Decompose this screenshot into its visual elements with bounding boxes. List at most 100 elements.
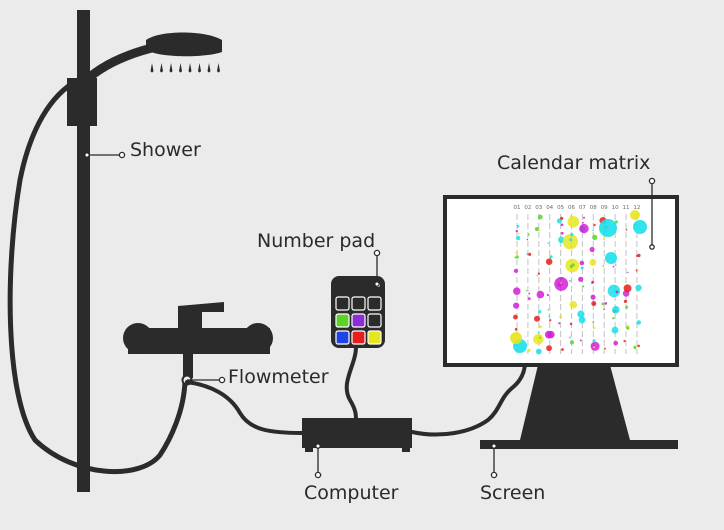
usage-dot [569,340,575,345]
usage-dot [568,336,571,339]
shower-label: Shower [130,139,201,161]
number-pad-body [331,276,385,348]
water-drops [150,63,220,73]
usage-dot [603,308,605,311]
usage-dot [510,332,522,344]
usage-dot [592,234,598,241]
usage-dot [579,260,585,266]
usage-dot [513,302,520,309]
usage-dot [614,220,619,224]
usage-dot [612,317,615,320]
usage-dot [571,263,575,267]
calendar-matrix-label: Calendar matrix [497,152,651,174]
usage-dot [537,214,543,220]
usage-dot [637,253,641,258]
pad-key-purple [351,313,366,328]
usage-dot [601,302,605,306]
column-label: 03 [535,205,542,211]
usage-dot [569,238,573,242]
number-pad-label: Number pad [257,230,376,252]
usage-dot [590,341,600,351]
usage-dot [635,284,642,291]
usage-dot [538,325,542,329]
usage-dot [538,229,541,232]
usage-dot [636,320,642,325]
usage-dot [544,330,553,339]
usage-dot [515,229,519,233]
usage-dot [526,238,529,241]
usage-dot [537,272,540,275]
shower-arm [75,41,165,91]
column-label: 07 [579,205,586,211]
usage-dot [637,344,640,348]
usage-dot [592,229,595,231]
usage-dot [604,301,608,305]
usage-dot [536,336,540,340]
usage-dot [589,258,597,266]
usage-dot [528,292,531,295]
usage-dot [591,301,597,307]
water-drop [217,63,220,73]
usage-dot [546,293,549,297]
usage-dot [545,258,553,266]
column-label: 01 [514,205,521,211]
usage-dot [569,322,573,326]
water-drop [188,63,192,73]
usage-dot [604,347,606,350]
usage-dot [514,328,518,331]
usage-dot [528,252,532,256]
usage-dot [536,274,539,277]
pad-key-blank [367,313,382,328]
usage-dot [611,326,619,334]
usage-dot [516,235,521,241]
usage-dot [633,220,647,234]
usage-dot [593,223,596,227]
usage-dot [607,284,621,298]
usage-dot [525,289,528,292]
water-drop [198,63,201,73]
pad-key-blue [335,330,350,345]
usage-dot [623,340,626,343]
usage-dot [630,210,640,220]
column-label: 08 [590,205,597,211]
usage-dot [578,316,586,324]
column-label: 04 [546,205,553,211]
usage-dot [605,252,617,264]
usage-dot [589,246,595,253]
usage-dot [560,223,564,227]
number-pad-cable [344,345,358,422]
usage-dot [625,305,629,309]
pad-key-red [351,330,366,345]
usage-dot [527,348,531,352]
usage-dot [560,282,562,284]
usage-dot [526,252,529,255]
usage-dot [548,315,551,318]
usage-dot [581,221,584,224]
usage-dot [546,345,552,352]
usage-dot [567,216,580,228]
usage-dot [613,340,619,346]
usage-dot [599,219,617,237]
usage-dot [626,326,630,330]
usage-dot [580,266,584,270]
usage-dot [612,265,615,268]
usage-dot [561,348,564,351]
usage-dot [612,305,620,314]
usage-dot [556,218,562,224]
pad-key-green [335,313,350,328]
mixer-valve [123,302,273,378]
water-drop [179,63,182,73]
usage-dot [591,282,594,285]
water-drop [169,63,173,73]
usage-dot [513,268,518,273]
usage-dot [539,336,542,339]
leader-lines [87,154,653,475]
usage-dot [560,216,564,220]
usage-dot [582,216,586,219]
column-label: 10 [612,205,619,211]
usage-dot [602,237,606,241]
usage-dot [577,310,585,318]
usage-dot [549,256,552,259]
